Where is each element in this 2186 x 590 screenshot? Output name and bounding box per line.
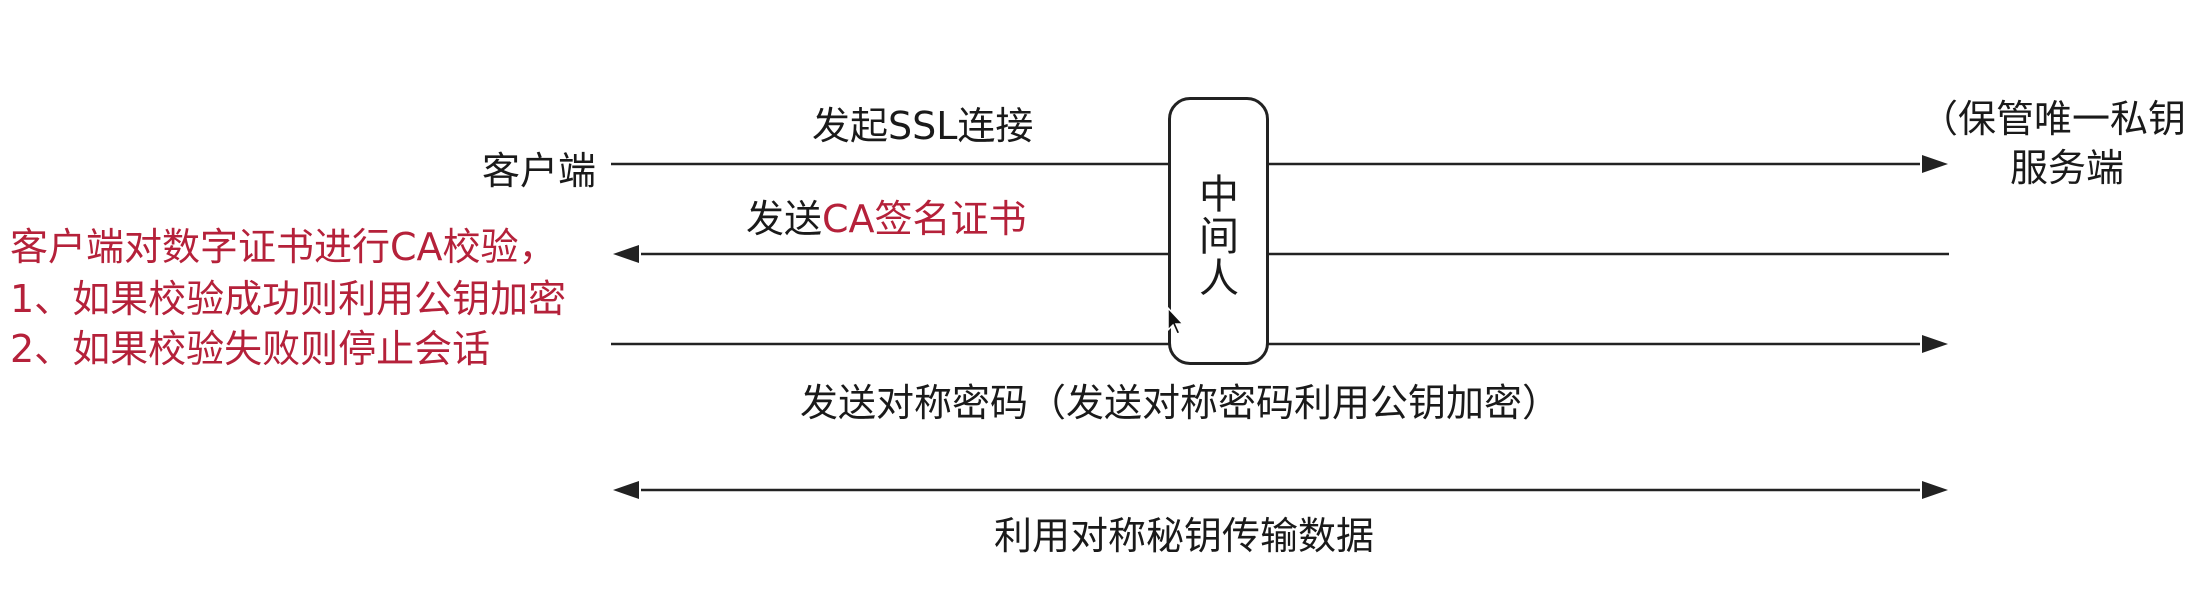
arrow-send-symmetric-key [611,335,1948,353]
mouse-cursor-icon [1167,306,1185,335]
client-note-line-3: 2、如果校验失败则停止会话 [10,327,491,371]
arrow-send-ca-cert [613,245,1949,263]
server-label: 服务端 [2010,146,2125,190]
arrow-ssl-connect [611,155,1948,173]
send-ca-cert-label: 发送CA签名证书 [746,200,1027,238]
client-note-line-1: 客户端对数字证书进行CA校验， [10,225,557,269]
arrow-data-transfer [613,481,1948,499]
mitm-box [1168,97,1269,365]
send-symmetric-key-label: 发送对称密码（发送对称密码利用公钥加密） [800,381,1561,425]
mitm-label-char-1: 中 [1199,172,1239,218]
ssl-connect-label: 发起SSL连接 [812,104,1034,148]
client-label: 客户端 [482,149,597,193]
mitm-label-char-2: 间 [1199,214,1239,260]
mitm-label-char-3: 人 [1199,256,1239,302]
server-private-key-note: （保管唯一私钥 [1920,97,2186,141]
send-ca-prefix: 发送 [746,197,823,241]
send-ca-highlight: CA签名证书 [822,197,1027,241]
client-note-line-2: 1、如果校验成功则利用公钥加密 [10,277,567,321]
data-transfer-label: 利用对称秘钥传输数据 [994,514,1375,558]
